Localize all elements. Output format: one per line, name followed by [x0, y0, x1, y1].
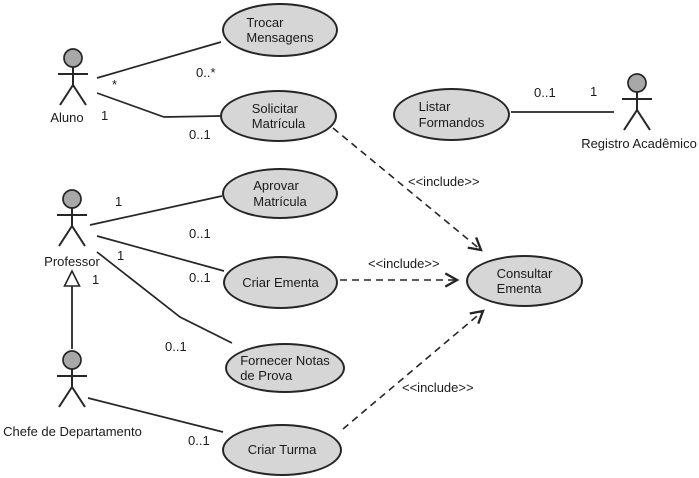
include-stereotype-label: <<include>> — [402, 380, 474, 395]
association-chefe-criar-turma — [87, 397, 224, 433]
multiplicity-label: 0..1 — [189, 226, 211, 241]
stick-figure-icon — [622, 73, 652, 131]
multiplicity-label: * — [112, 77, 118, 92]
usecase-criar-turma: Criar Turma — [222, 424, 342, 476]
include-stereotype-label: <<include>> — [368, 256, 440, 271]
multiplicity-label: 0..1 — [188, 433, 210, 448]
actor-label-registro-academico: Registro Acadêmico — [581, 136, 697, 151]
usecase-label: Formandos — [418, 114, 485, 130]
usecase-label: Ementa — [496, 281, 542, 296]
association-aluno-solicitar-matricula — [96, 92, 221, 118]
actor-aluno — [55, 48, 91, 110]
include-arrow-criar-turma-consultar — [342, 309, 485, 430]
usecase-label: Trocar — [246, 14, 284, 30]
multiplicity-label: 0..1 — [189, 270, 211, 285]
usecase-label: Matrícula — [251, 116, 306, 131]
usecase-label: Solicitar — [251, 100, 299, 116]
actor-label-chefe-de-departamento: Chefe de Departamento — [3, 424, 142, 439]
actor-chefe-de-departamento — [54, 350, 90, 412]
usecase-label: de Prova — [240, 368, 293, 383]
usecase-label: Criar Turma — [247, 442, 317, 458]
usecase-label: Aprovar — [253, 178, 299, 194]
multiplicity-label: 1 — [590, 84, 598, 99]
include-arrow-solicitar-consultar — [332, 127, 483, 252]
association-professor-aprovar-matricula — [89, 195, 223, 226]
multiplicity-label: 0..1 — [165, 339, 187, 354]
usecase-label: Fornecer Notas — [240, 352, 330, 368]
usecase-label: Listar — [418, 99, 451, 115]
multiplicity-label: 0..1 — [534, 85, 556, 100]
multiplicity-label: 0..* — [196, 65, 216, 80]
multiplicity-label: 1 — [117, 248, 125, 263]
actor-label-aluno: Aluno — [50, 110, 84, 125]
usecase-criar-ementa: Criar Ementa — [223, 256, 338, 309]
actor-registro-academico — [619, 73, 655, 135]
include-stereotype-label: <<include>> — [408, 174, 480, 189]
stick-figure-icon — [58, 48, 88, 106]
usecase-label: Matrícula — [253, 193, 307, 209]
usecase-label: Consultar — [496, 265, 553, 281]
multiplicity-label: 1 — [115, 194, 123, 209]
association-professor-criar-ementa — [96, 235, 225, 272]
generalization-arrowhead-icon — [63, 269, 81, 287]
multiplicity-label: 1 — [101, 108, 109, 123]
usecase-label: Criar Ementa — [242, 274, 319, 290]
multiplicity-label: 1 — [92, 272, 100, 287]
multiplicity-label: 0..1 — [189, 127, 211, 142]
association-aluno-trocar-mensagens — [96, 41, 222, 79]
usecase-label: Mensagens — [246, 30, 314, 45]
actor-label-professor: Professor — [44, 254, 100, 269]
actor-professor — [54, 189, 90, 251]
association-professor-fornecer-notas — [96, 251, 233, 344]
stick-figure-icon — [57, 189, 87, 247]
stick-figure-icon — [57, 350, 87, 408]
